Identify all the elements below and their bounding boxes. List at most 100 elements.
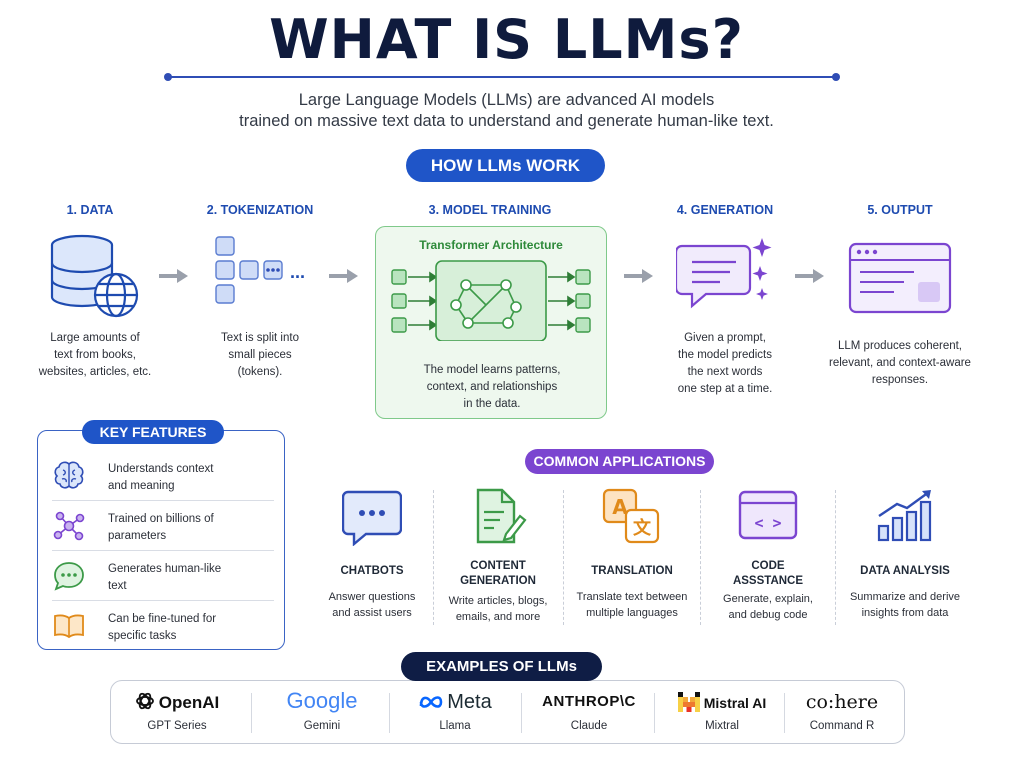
page-title: WHAT IS LLMs? xyxy=(269,8,744,71)
logo-divider xyxy=(389,693,390,733)
arrow-right-icon xyxy=(159,269,188,283)
page-subtitle: Large Language Models (LLMs) are advance… xyxy=(0,90,1013,132)
app-title-line: GENERATION xyxy=(460,575,536,587)
app-title: TRANSLATION xyxy=(591,565,673,577)
app-desc-line: Generate, explain, xyxy=(723,593,813,605)
database-globe-icon xyxy=(50,234,139,318)
step-data-title: 1. DATA xyxy=(66,203,114,217)
step-tokenization-description: Text is split into small pieces (tokens)… xyxy=(190,330,330,381)
feature-text: Can be fine-tuned for specific tasks xyxy=(108,611,278,645)
feature-text: Trained on billions of parameters xyxy=(108,511,278,545)
meta-infinity-icon xyxy=(419,696,443,708)
desc-line: LLM produces coherent, xyxy=(837,340,963,352)
app-title-line: ASSSTANCE xyxy=(732,575,804,587)
app-title: CHATBOTS xyxy=(340,565,404,577)
column-divider xyxy=(433,490,434,625)
app-description: Summarize and derive insights from data xyxy=(839,589,971,621)
brain-icon xyxy=(54,461,84,489)
app-description: Write articles, blogs, emails, and more xyxy=(432,593,564,625)
app-desc-line: and debug code xyxy=(728,609,808,621)
chat-bubble-icon xyxy=(342,490,402,546)
app-desc-line: multiple languages xyxy=(586,607,678,619)
app-code-assistance: < > CODE ASSSTANCE Generate, explain, an… xyxy=(702,488,834,628)
column-divider xyxy=(700,490,701,625)
desc-line: Large amounts of xyxy=(50,332,140,344)
brand-name: OpenAI xyxy=(158,693,220,712)
app-translation: A 文 TRANSLATION Translate text between m… xyxy=(566,488,698,628)
chat-bubble-icon xyxy=(54,562,84,591)
logo-divider xyxy=(251,693,252,733)
title-divider xyxy=(164,73,840,81)
desc-line: small pieces xyxy=(228,349,292,361)
brand-name: Meta xyxy=(447,691,492,713)
example-mistral: Mistral AI Mixtral xyxy=(656,681,788,745)
document-pen-icon xyxy=(476,488,527,544)
feature-line: specific tasks xyxy=(108,630,177,642)
open-book-icon xyxy=(54,614,84,639)
desc-line: the next words xyxy=(687,366,763,378)
app-title: DATA ANALYSIS xyxy=(860,565,950,577)
step-tokenization-title: 2. TOKENIZATION xyxy=(206,203,314,217)
neural-network-icon xyxy=(391,260,591,341)
app-description: Generate, explain, and debug code xyxy=(702,591,834,623)
logo-divider xyxy=(654,693,655,733)
output-window-icon xyxy=(848,242,952,314)
model-name: Llama xyxy=(439,720,471,732)
example-cohere: co:here Command R xyxy=(776,681,908,745)
feature-text: Understands context and meaning xyxy=(108,461,278,495)
anthropic-logo: ANTHROP\C xyxy=(523,693,655,710)
mistral-logo: Mistral AI xyxy=(656,692,788,712)
subtitle-line: trained on massive text data to understa… xyxy=(239,112,774,130)
translate-icon: A 文 xyxy=(602,488,660,544)
token-blocks-icon xyxy=(215,236,283,304)
bar-chart-trend-icon xyxy=(877,490,932,542)
brand-name: Mistral AI xyxy=(703,695,767,711)
app-content-generation: CONTENT GENERATION Write articles, blogs… xyxy=(432,488,564,628)
feature-item: Generates human-like text xyxy=(52,551,274,601)
feature-line: Generates human-like xyxy=(108,563,222,575)
step-data-description: Large amounts of text from books, websit… xyxy=(20,330,170,381)
app-description: Translate text between multiple language… xyxy=(566,589,698,621)
mistral-m-icon xyxy=(677,692,700,712)
step-output-description: LLM produces coherent, relevant, and con… xyxy=(815,338,985,389)
step-generation-title: 4. GENERATION xyxy=(676,203,774,217)
step-model-training-description: The model learns patterns, context, and … xyxy=(386,362,598,413)
step-output-title: 5. OUTPUT xyxy=(867,203,933,217)
openai-knot-icon xyxy=(135,692,154,710)
key-features-heading: KEY FEATURES xyxy=(82,420,224,444)
app-title-line: CODE xyxy=(751,560,785,572)
app-desc-line: Write articles, blogs, xyxy=(448,595,548,607)
desc-line: (tokens). xyxy=(237,366,283,378)
desc-line: The model learns patterns, xyxy=(423,364,561,376)
token-ellipsis: ... xyxy=(290,262,306,282)
transformer-architecture-label: Transformer Architecture xyxy=(419,238,563,252)
model-name: GPT Series xyxy=(147,720,207,732)
app-title: CODE ASSSTANCE xyxy=(702,559,834,589)
model-name: Gemini xyxy=(303,720,341,732)
model-name: Claude xyxy=(570,720,608,732)
openai-logo: OpenAI xyxy=(111,691,243,713)
feature-item: Understands context and meaning xyxy=(52,451,274,501)
subtitle-line: Large Language Models (LLMs) are advance… xyxy=(298,91,715,109)
chat-sparkle-icon xyxy=(676,238,772,309)
network-icon xyxy=(53,511,85,541)
desc-line: Given a prompt, xyxy=(684,332,766,344)
app-description: Answer questions and assist users xyxy=(306,589,438,621)
example-anthropic: ANTHROP\C Claude xyxy=(523,681,655,745)
column-divider xyxy=(835,490,836,625)
app-chatbots: CHATBOTS Answer questions and assist use… xyxy=(306,488,438,628)
cohere-logo: co:here xyxy=(776,691,908,713)
code-window-icon: < > xyxy=(738,490,798,540)
app-data-analysis: DATA ANALYSIS Summarize and derive insig… xyxy=(839,488,971,628)
app-desc-line: emails, and more xyxy=(455,611,541,623)
example-meta: Meta Llama xyxy=(389,681,521,745)
app-desc-line: insights from data xyxy=(861,607,949,619)
model-name: Command R xyxy=(809,720,875,732)
translate-glyph-cjk: 文 xyxy=(633,517,652,539)
app-desc-line: and assist users xyxy=(332,607,412,619)
feature-line: text xyxy=(108,580,127,592)
column-divider xyxy=(563,490,564,625)
examples-heading: EXAMPLES OF LLMs xyxy=(401,652,602,681)
brand-name: co:here xyxy=(805,691,879,713)
desc-line: relevant, and context-aware xyxy=(829,357,971,369)
